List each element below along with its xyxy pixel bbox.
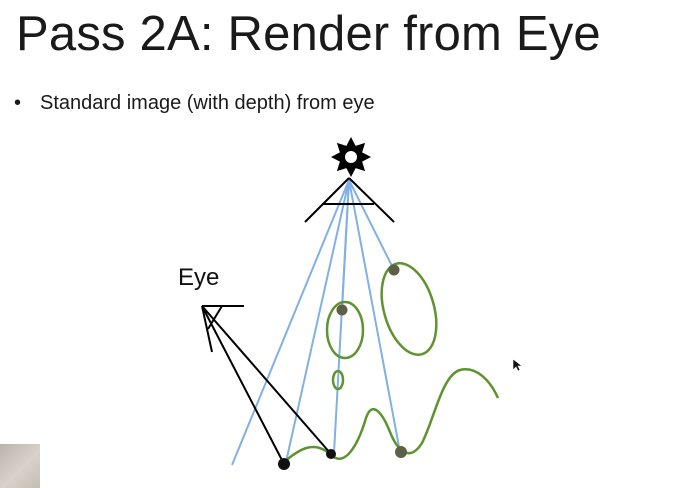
mouse-cursor-icon (512, 358, 523, 372)
hit-point (388, 264, 400, 276)
small-ellipse (331, 369, 345, 391)
ground-curve (282, 368, 500, 464)
eye-frustum-icon (201, 305, 244, 353)
slide-title: Pass 2A: Render from Eye (16, 7, 601, 61)
eye-ray (201, 305, 285, 465)
light-ray (285, 179, 350, 463)
light-rays (231, 179, 401, 466)
bullet-marker: • (14, 92, 22, 114)
light-ray (348, 179, 401, 453)
large-ellipse (380, 262, 438, 356)
hit-points (278, 264, 407, 470)
light-ray (333, 179, 350, 454)
light-ray (348, 179, 395, 271)
hit-point (278, 458, 290, 470)
scene-geometry (282, 262, 500, 464)
bullet-item: • Standard image (with depth) from eye (14, 92, 375, 115)
eye-rays (201, 305, 332, 465)
webcam-thumbnail (0, 444, 40, 488)
bullet-text: Standard image (with depth) from eye (40, 92, 375, 114)
hit-point (395, 446, 407, 458)
hit-point (336, 304, 348, 316)
light-frustum (304, 177, 395, 223)
light-source-icon (331, 137, 371, 177)
light-ray (231, 179, 350, 466)
eye-label: Eye (178, 264, 220, 291)
eye-ray (201, 305, 332, 455)
medium-ellipse (325, 300, 365, 360)
hit-point (326, 449, 336, 459)
